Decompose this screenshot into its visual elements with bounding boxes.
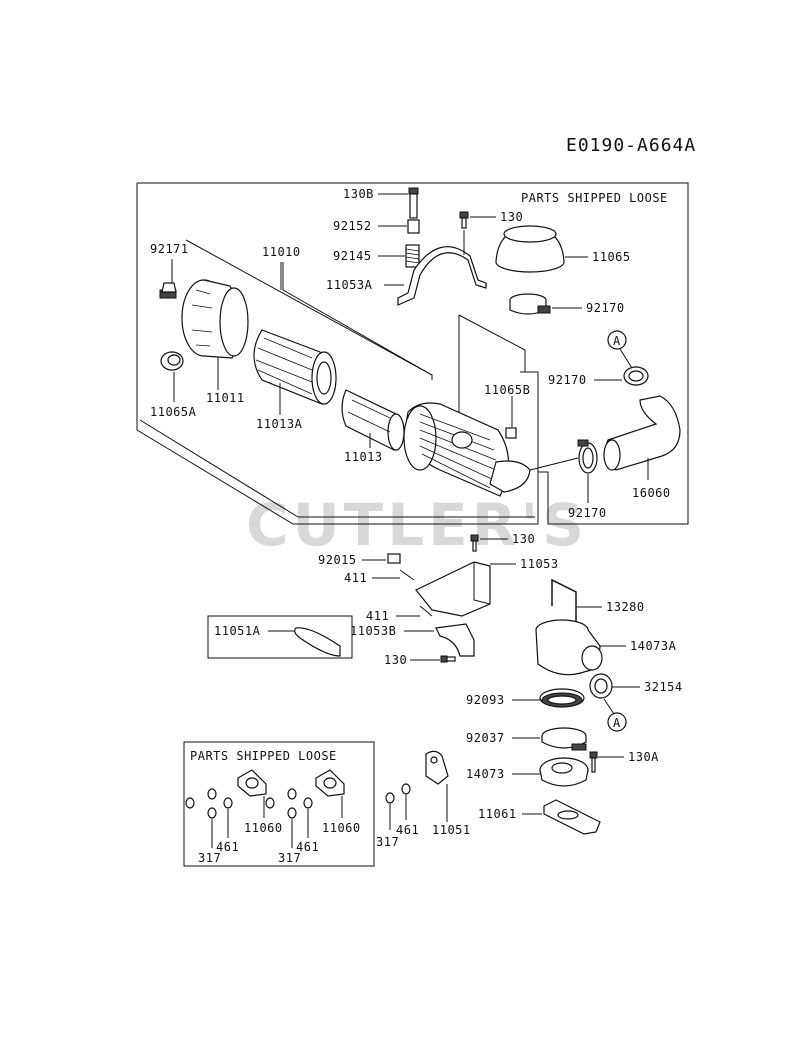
callout-92037: 92037 [466, 731, 505, 745]
callout-92152: 92152 [333, 219, 372, 233]
inlet-14073 [539, 757, 589, 787]
ref-a-low-label: A [613, 716, 621, 730]
callout-16060: 16060 [632, 486, 671, 500]
plate-11051 [425, 750, 449, 785]
bolt-130-low [440, 655, 456, 663]
callout-130-mid: 130 [512, 532, 535, 546]
callout-11060-a: 11060 [244, 821, 283, 835]
callout-92015: 92015 [318, 553, 357, 567]
cap-11065 [495, 225, 565, 273]
callout-11065a: 11065A [150, 405, 197, 419]
bolt-130-mid [470, 534, 479, 552]
lower-box-header: PARTS SHIPPED LOOSE [190, 749, 337, 763]
washer-b1 [287, 788, 297, 800]
element-11013a [253, 329, 337, 405]
nut-317-b [287, 807, 297, 819]
clamp-92170-a [509, 293, 551, 315]
cover-11011 [181, 279, 249, 359]
housing-11010 [403, 402, 531, 497]
callout-130a: 130A [628, 750, 659, 764]
main-box-outline [136, 182, 689, 525]
callout-130b: 130B [343, 187, 374, 201]
callout-92145: 92145 [333, 249, 372, 263]
callout-11060-b: 11060 [322, 821, 361, 835]
band-11053a [397, 246, 487, 306]
callout-32154: 32154 [644, 680, 683, 694]
clip-92015 [387, 553, 401, 564]
nut-b1 [265, 797, 275, 809]
diagram-code: E0190-A664A [566, 135, 696, 156]
callout-11061: 11061 [478, 807, 517, 821]
callout-130-top: 130 [500, 210, 523, 224]
callout-92171: 92171 [150, 242, 189, 256]
callout-11053: 11053 [520, 557, 559, 571]
callout-11065: 11065 [592, 250, 631, 264]
ref-a-top-label: A [613, 334, 621, 348]
callout-411-a: 411 [344, 571, 367, 585]
callout-92170-b: 92170 [548, 373, 587, 387]
ring-32154 [589, 673, 613, 699]
washer-a1 [207, 788, 217, 800]
washer-461-c [401, 783, 411, 795]
callout-11013: 11013 [344, 450, 383, 464]
callout-461-c: 461 [396, 823, 419, 837]
bracket-11053b [435, 623, 475, 657]
callout-317-c: 317 [376, 835, 399, 849]
bolt-130b [408, 187, 419, 219]
plate-11051a [294, 627, 341, 657]
clamp-92037 [541, 727, 587, 751]
callout-461-b: 461 [296, 840, 319, 854]
callout-317-b: 317 [278, 851, 301, 865]
callout-92170-a: 92170 [586, 301, 625, 315]
callout-461-a: 461 [216, 840, 239, 854]
box-11051a [207, 615, 353, 659]
callout-92093: 92093 [466, 693, 505, 707]
bolt-130-top [459, 211, 469, 229]
callout-11051a: 11051A [214, 624, 261, 638]
callout-11065b: 11065B [484, 383, 530, 397]
nut-317-a [207, 807, 217, 819]
cap-11065b [505, 427, 517, 439]
elbow-14073a [535, 619, 603, 676]
washer-461-a [223, 797, 233, 809]
collar-92152 [407, 219, 420, 234]
valve-92171 [159, 282, 177, 299]
callout-130-low: 130 [384, 653, 407, 667]
watermark: CUTLER'S [246, 491, 588, 559]
callout-411-b: 411 [366, 609, 389, 623]
ref-a-top [607, 330, 627, 350]
callout-317-a: 317 [198, 851, 221, 865]
main-box-header: PARTS SHIPPED LOOSE [521, 191, 668, 205]
ref-a-low [607, 712, 627, 732]
callout-14073: 14073 [466, 767, 505, 781]
bracket-11053 [415, 561, 491, 617]
cap-11065a [160, 351, 184, 371]
clamp-92170-b [623, 366, 649, 386]
nut-a1 [185, 797, 195, 809]
callout-14073a: 14073A [630, 639, 677, 653]
washer-461-b [303, 797, 313, 809]
callout-92170-c: 92170 [568, 506, 607, 520]
nut-317-c [385, 792, 395, 804]
gasket-92093 [539, 688, 585, 708]
callout-13280: 13280 [606, 600, 645, 614]
callout-11053b: 11053B [350, 624, 396, 638]
wire-13280 [551, 578, 577, 627]
spring-92145 [405, 244, 420, 268]
callout-11013a: 11013A [256, 417, 303, 431]
callout-11051: 11051 [432, 823, 471, 837]
lower-box-outline [183, 741, 375, 867]
element-11013 [341, 389, 405, 451]
clamp-92170-c [577, 439, 598, 474]
callout-11011: 11011 [206, 391, 245, 405]
callout-11010: 11010 [262, 245, 301, 259]
bolt-130a [589, 751, 598, 773]
callout-11053a: 11053A [326, 278, 373, 292]
